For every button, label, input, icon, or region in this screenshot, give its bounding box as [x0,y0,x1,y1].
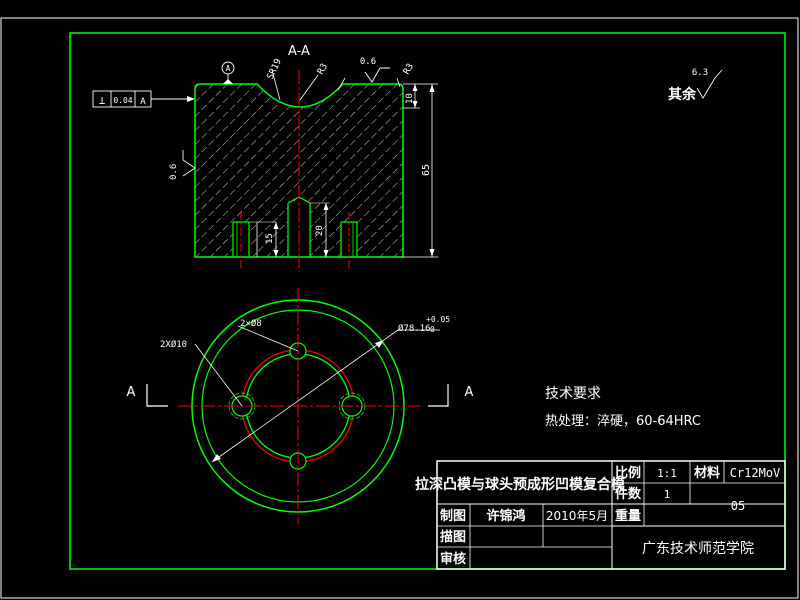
school-name: 广东技术师范学院 [642,540,754,557]
section-view: A-A A 0.6 SR19 R3 R3 0.6 10 65 15 20 ⊥ 0… [92,44,438,272]
part-name: 拉深凸模与球头预成形凹模复合模 [415,476,626,493]
cut-marker-left [146,384,168,407]
material-value: Cr12MoV [730,466,781,480]
dim-groove: SR19 [266,57,284,81]
material-label: 材料 [694,465,720,481]
tolerance-datum: A [140,97,146,107]
tech-title: 技术要求 [545,386,601,402]
datum-marker-text: A [226,64,231,73]
title-block: 拉深凸模与球头预成形凹模复合模 比例 1:1 材料 Cr12MoV 件数 1 0… [415,460,786,570]
drawn-label: 制图 [440,508,466,524]
count-value: 1 [664,488,671,501]
plan-view: A A 2XØ10 2×Ø8 Ø78.16 +0.05 0 [127,288,474,524]
scale-label: 比例 [615,465,641,481]
traced-label: 描图 [440,529,466,545]
count-label: 件数 [615,486,642,502]
tolerance-symbol: ⊥ [99,94,106,107]
dim-diameter: Ø78.16 [398,323,431,334]
tolerance-value: 0.04 [113,96,132,105]
roughness-symbol-side [182,150,196,177]
drawing-number: 05 [731,499,745,513]
dim-15: 15 [265,233,275,244]
dim-10: 10 [405,93,415,104]
diameter-dimension-line [211,329,399,463]
dim-2x8: 2×Ø8 [240,318,262,329]
dim-2x10: 2XØ10 [160,339,187,350]
drawn-date: 2010年5月 [546,509,608,523]
scale-value: 1:1 [657,467,677,480]
dim-20: 20 [315,225,325,236]
roughness-top-value: 0.6 [360,57,376,67]
cut-label-left: A [127,385,136,400]
drawing-frame [69,32,786,570]
roughness-other-value: 6.3 [692,68,708,78]
drawn-name: 许锦鸿 [486,508,525,524]
tol-upper: +0.05 [426,315,450,324]
dim-r3-left: R3 [316,62,330,76]
tol-lower: 0 [430,325,435,334]
roughness-other-label: 其余 [668,86,697,103]
dim-65: 65 [421,164,432,176]
tech-heat-treatment: 热处理：淬硬，60-64HRC [545,414,701,429]
view-label: A-A [288,44,310,59]
checked-label: 审核 [440,551,466,567]
roughness-other: 6.3 其余 [668,68,723,103]
section-outline [194,83,404,258]
roughness-symbol-top [364,67,390,83]
dim-r3-right: R3 [402,62,416,76]
cut-label-right: A [465,385,474,400]
weight-label: 重量 [615,508,641,524]
outer-border [0,17,799,599]
cut-marker-right [428,384,449,407]
roughness-side-value: 0.6 [169,164,179,180]
